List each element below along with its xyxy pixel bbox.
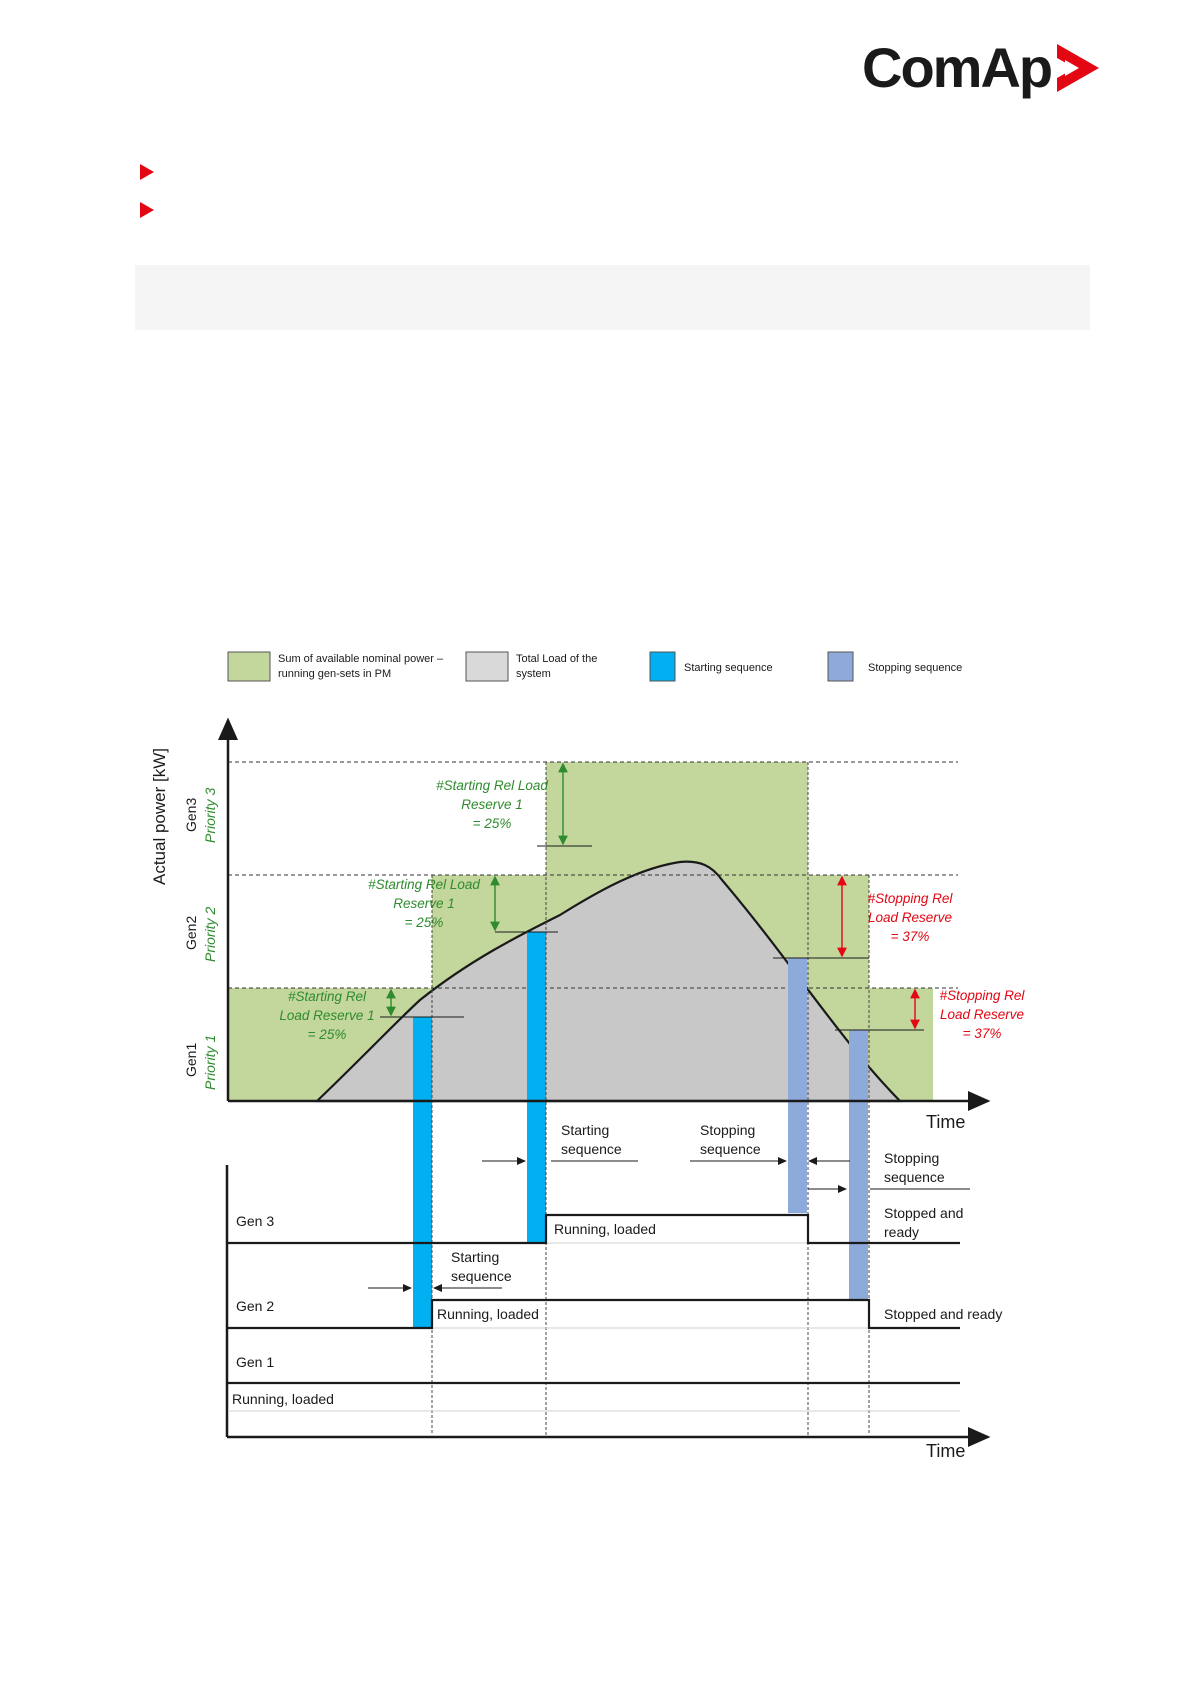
gen1-running-label: Running, loaded [232,1391,334,1407]
legend-swatch-starting [649,651,676,682]
gen1-timing-row: Gen 1 Running, loaded [228,1354,960,1412]
svg-text:sequence: sequence [700,1141,761,1157]
svg-text:sequence: sequence [884,1169,945,1185]
start-reserve-annotation-2: #Starting Rel Load Reserve 1 = 25% [368,877,480,930]
svg-text:Load Reserve: Load Reserve [940,1007,1024,1022]
svg-text:= 25%: = 25% [405,915,444,930]
legend-swatch-stopping [827,651,854,682]
gen3-stopped-line2: ready [884,1224,919,1240]
gen2-timing-row: Gen 2 Running, loaded Stopped and ready [228,1298,1002,1330]
legend: Sum of available nominal power – running… [227,651,962,682]
legend-load-line2: system [516,668,551,680]
timing-starting-seq-b: Starting sequence [368,1249,512,1292]
gen2-stopped-label: Stopped and ready [884,1306,1002,1322]
timing-stopping-seq-b: Stopping sequence [808,1150,970,1193]
legend-starting: Starting sequence [684,662,773,674]
svg-text:#Starting Rel: #Starting Rel [288,989,367,1004]
svg-text:Stopping: Stopping [884,1150,939,1166]
starting-bar-gen3 [527,932,546,1243]
timing-stopping-seq-a: Stopping sequence [690,1122,850,1165]
gen3-priority-label: Priority 3 [202,788,218,843]
gen2-label: Gen 2 [236,1298,274,1314]
svg-text:#Starting Rel Load: #Starting Rel Load [436,778,548,793]
starting-bar-gen2 [413,1017,432,1327]
svg-text:sequence: sequence [561,1141,622,1157]
start-reserve-annotation-1: #Starting Rel Load Reserve 1 = 25% [279,989,374,1042]
gen1-priority-label: Priority 1 [202,1035,218,1090]
stopping-reserve-arrows [837,875,920,1030]
legend-stopping: Stopping sequence [868,662,962,674]
svg-text:Starting: Starting [561,1122,609,1138]
gen3-stopped-line1: Stopped and [884,1205,963,1221]
note-box [135,265,1090,330]
legend-load-line1: Total Load of the [516,653,597,665]
gen3-label: Gen 3 [236,1213,274,1229]
svg-text:Load Reserve: Load Reserve [868,910,952,925]
reserve-markers [380,845,924,1031]
stopping-bar-gen3 [788,958,807,1213]
y-axis-label: Actual power [kW] [150,748,169,885]
gen3-running-label: Running, loaded [554,1221,656,1237]
comap-logo: ComAp [862,40,1101,96]
available-gen3 [546,762,808,875]
svg-text:Reserve 1: Reserve 1 [461,797,523,812]
svg-text:= 37%: = 37% [891,929,930,944]
bullet-icon [140,202,154,218]
svg-text:sequence: sequence [451,1268,512,1284]
timing-guides [431,762,870,1435]
x-axis-label-bottom: Time [926,1441,965,1461]
svg-text:Stopping: Stopping [700,1122,755,1138]
svg-text:= 37%: = 37% [963,1026,1002,1041]
stop-reserve-annotation-1: #Stopping Rel Load Reserve = 37% [940,988,1026,1041]
svg-text:= 25%: = 25% [473,816,512,831]
gen2-running-label: Running, loaded [437,1306,539,1322]
starting-reserve-arrows [386,762,568,1017]
gen3-axis-label: Gen3 [183,798,199,832]
svg-text:#Starting Rel Load: #Starting Rel Load [368,877,480,892]
logo-text: ComAp [862,36,1053,99]
legend-swatch-available [227,651,271,682]
start-reserve-annotation-3: #Starting Rel Load Reserve 1 = 25% [436,778,548,831]
gen2-axis-label: Gen2 [183,916,199,950]
comap-arrow-logo-icon [1057,44,1100,92]
legend-available-line2: running gen-sets in PM [278,668,391,680]
priority-levels [228,761,958,989]
stopping-bar-gen2 [849,1030,868,1300]
gen1-axis-label: Gen1 [183,1043,199,1077]
svg-text:Reserve 1: Reserve 1 [393,896,455,911]
legend-available-line1: Sum of available nominal power – [278,653,444,665]
gen2-priority-label: Priority 2 [202,907,218,962]
svg-text:#Stopping Rel: #Stopping Rel [868,891,954,906]
svg-text:#Stopping Rel: #Stopping Rel [940,988,1026,1003]
legend-swatch-load [465,651,509,682]
timing-starting-seq-a: Starting sequence [482,1122,638,1165]
bullet-icon [140,164,154,180]
stop-reserve-annotation-2: #Stopping Rel Load Reserve = 37% [868,891,954,944]
gen3-timing-row: Gen 3 Running, loaded Stopped and ready [228,1205,963,1245]
svg-text:Load Reserve 1: Load Reserve 1 [279,1008,374,1023]
gen1-label: Gen 1 [236,1354,274,1370]
svg-text:= 25%: = 25% [308,1027,347,1042]
svg-text:Starting: Starting [451,1249,499,1265]
x-axis-label-top: Time [926,1112,965,1132]
